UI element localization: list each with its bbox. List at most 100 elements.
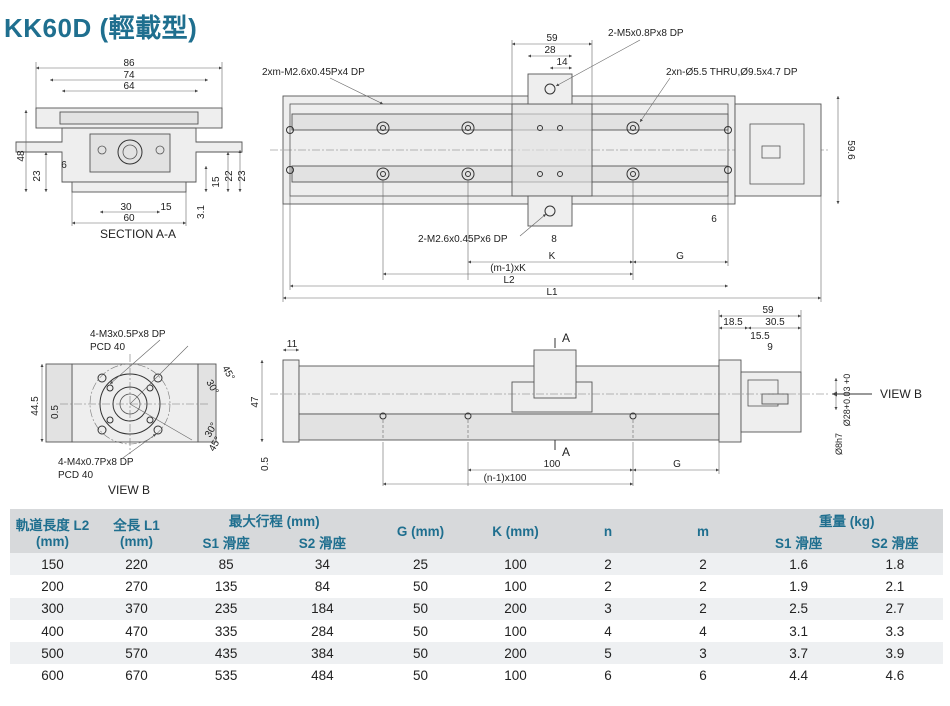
section-a-a-caption: SECTION A-A — [100, 227, 176, 241]
table-cell: 1.8 — [846, 553, 943, 576]
table-cell: 370 — [95, 597, 178, 620]
table-cell: 3 — [560, 597, 656, 620]
table-cell: 150 — [10, 553, 95, 576]
spec-table: 軌道長度 L2 (mm) 全長 L1 (mm) 最大行程 (mm) G (mm)… — [10, 509, 943, 687]
dim-23-left: 23 — [32, 170, 43, 182]
table-cell: 50 — [370, 642, 471, 665]
table-cell: 3.1 — [750, 619, 847, 643]
dim-3-1: 3.1 — [196, 205, 207, 219]
callout-m5: 2-M5x0.8Px8 DP — [608, 28, 684, 39]
table-cell: 184 — [274, 597, 371, 620]
table-cell: 200 — [10, 575, 95, 598]
table-cell: 100 — [470, 575, 561, 598]
table-cell: 220 — [95, 553, 178, 576]
table-cell: 2 — [560, 575, 656, 598]
table-cell: 4.6 — [846, 664, 943, 687]
table-cell: 200 — [470, 597, 561, 620]
dim-30-5: 30.5 — [765, 317, 785, 328]
header-weight: 重量 (kg) — [750, 509, 943, 531]
table-cell: 50 — [370, 575, 471, 598]
table-cell: 3.3 — [846, 619, 943, 643]
table-cell: 3.7 — [750, 642, 847, 665]
callout-thru-hole: 2xn-Ø5.5 THRU,Ø9.5x4.7 DP — [666, 67, 798, 78]
dim-14: 14 — [556, 57, 568, 68]
callout-m2-6-x6: 2-M2.6x0.45Px6 DP — [418, 234, 508, 245]
header-l2: 軌道長度 L2 (mm) — [10, 509, 95, 553]
header-m: m — [655, 509, 751, 553]
dim-6: 6 — [61, 160, 67, 171]
dim-l1: L1 — [546, 287, 558, 298]
technical-drawing: 86 74 64 48 23 6 15 22 23 30 15 60 3.1 — [15, 28, 922, 497]
table-cell: 270 — [95, 575, 178, 598]
table-cell: 2 — [655, 597, 751, 620]
dim-74: 74 — [123, 70, 135, 81]
table-cell: 435 — [178, 642, 275, 665]
table-cell: 284 — [274, 619, 371, 643]
table-cell: 50 — [370, 619, 471, 643]
table-cell: 470 — [95, 619, 178, 643]
dim-n-1-100: (n-1)x100 — [484, 473, 527, 484]
header-weight-s2: S2 滑座 — [846, 531, 943, 553]
table-cell: 2.5 — [750, 597, 847, 620]
header-weight-s1: S1 滑座 — [750, 531, 847, 553]
table-cell: 335 — [178, 619, 275, 643]
callout-m3: 4-M3x0.5Px8 DP — [90, 329, 166, 340]
angle-45-top: 45° — [219, 364, 236, 383]
pcd-bottom: PCD 40 — [58, 470, 93, 481]
dim-100: 100 — [544, 459, 561, 470]
dim-15-bottom: 15 — [160, 202, 172, 213]
dim-59-top: 59 — [546, 33, 558, 44]
table-cell: 85 — [178, 553, 275, 576]
dim-g-top: G — [676, 251, 684, 262]
dim-9: 9 — [767, 342, 773, 353]
dim-6-top: 6 — [711, 214, 717, 225]
dim-k: K — [549, 251, 556, 262]
dim-22: 22 — [224, 170, 235, 182]
table-cell: 600 — [10, 664, 95, 687]
section-a-a-view: 86 74 64 48 23 6 15 22 23 30 15 60 3.1 — [15, 58, 248, 241]
dim-m-1-k: (m-1)xK — [490, 263, 526, 274]
dim-60: 60 — [123, 213, 135, 224]
dim-g-side: G — [673, 459, 681, 470]
table-cell: 84 — [274, 575, 371, 598]
table-cell: 100 — [470, 619, 561, 643]
table-cell: 5 — [560, 642, 656, 665]
table-cell: 2 — [560, 553, 656, 576]
dim-48: 48 — [16, 150, 27, 162]
dim-0-5-side: 0.5 — [260, 457, 271, 471]
dim-18-5: 18.5 — [723, 317, 743, 328]
section-mark-a-top: A — [562, 331, 570, 345]
dim-8: 8 — [551, 234, 557, 245]
table-cell: 50 — [370, 664, 471, 687]
dim-15-5: 15.5 — [750, 331, 770, 342]
table-cell: 235 — [178, 597, 275, 620]
table-cell: 100 — [470, 553, 561, 576]
table-cell: 535 — [178, 664, 275, 687]
table-cell: 4 — [655, 619, 751, 643]
dim-59-6: 59.6 — [845, 140, 856, 160]
table-cell: 1.6 — [750, 553, 847, 576]
table-cell: 6 — [560, 664, 656, 687]
table-cell: 500 — [10, 642, 95, 665]
header-n: n — [560, 509, 656, 553]
table-cell: 200 — [470, 642, 561, 665]
table-cell: 6 — [655, 664, 751, 687]
table-cell: 2.1 — [846, 575, 943, 598]
dim-15-right: 15 — [211, 176, 222, 188]
dim-59-side: 59 — [762, 305, 774, 316]
header-stroke-s1: S1 滑座 — [178, 531, 275, 553]
table-cell: 2 — [655, 553, 751, 576]
table-cell: 135 — [178, 575, 275, 598]
table-cell: 384 — [274, 642, 371, 665]
header-l1: 全長 L1 (mm) — [95, 509, 178, 553]
dim-0-5-viewb: 0.5 — [50, 405, 61, 419]
header-k: K (mm) — [470, 509, 561, 553]
pcd-top: PCD 40 — [90, 342, 125, 353]
table-cell: 100 — [470, 664, 561, 687]
header-stroke-s2: S2 滑座 — [274, 531, 371, 553]
header-max-stroke: 最大行程 (mm) — [178, 509, 371, 531]
